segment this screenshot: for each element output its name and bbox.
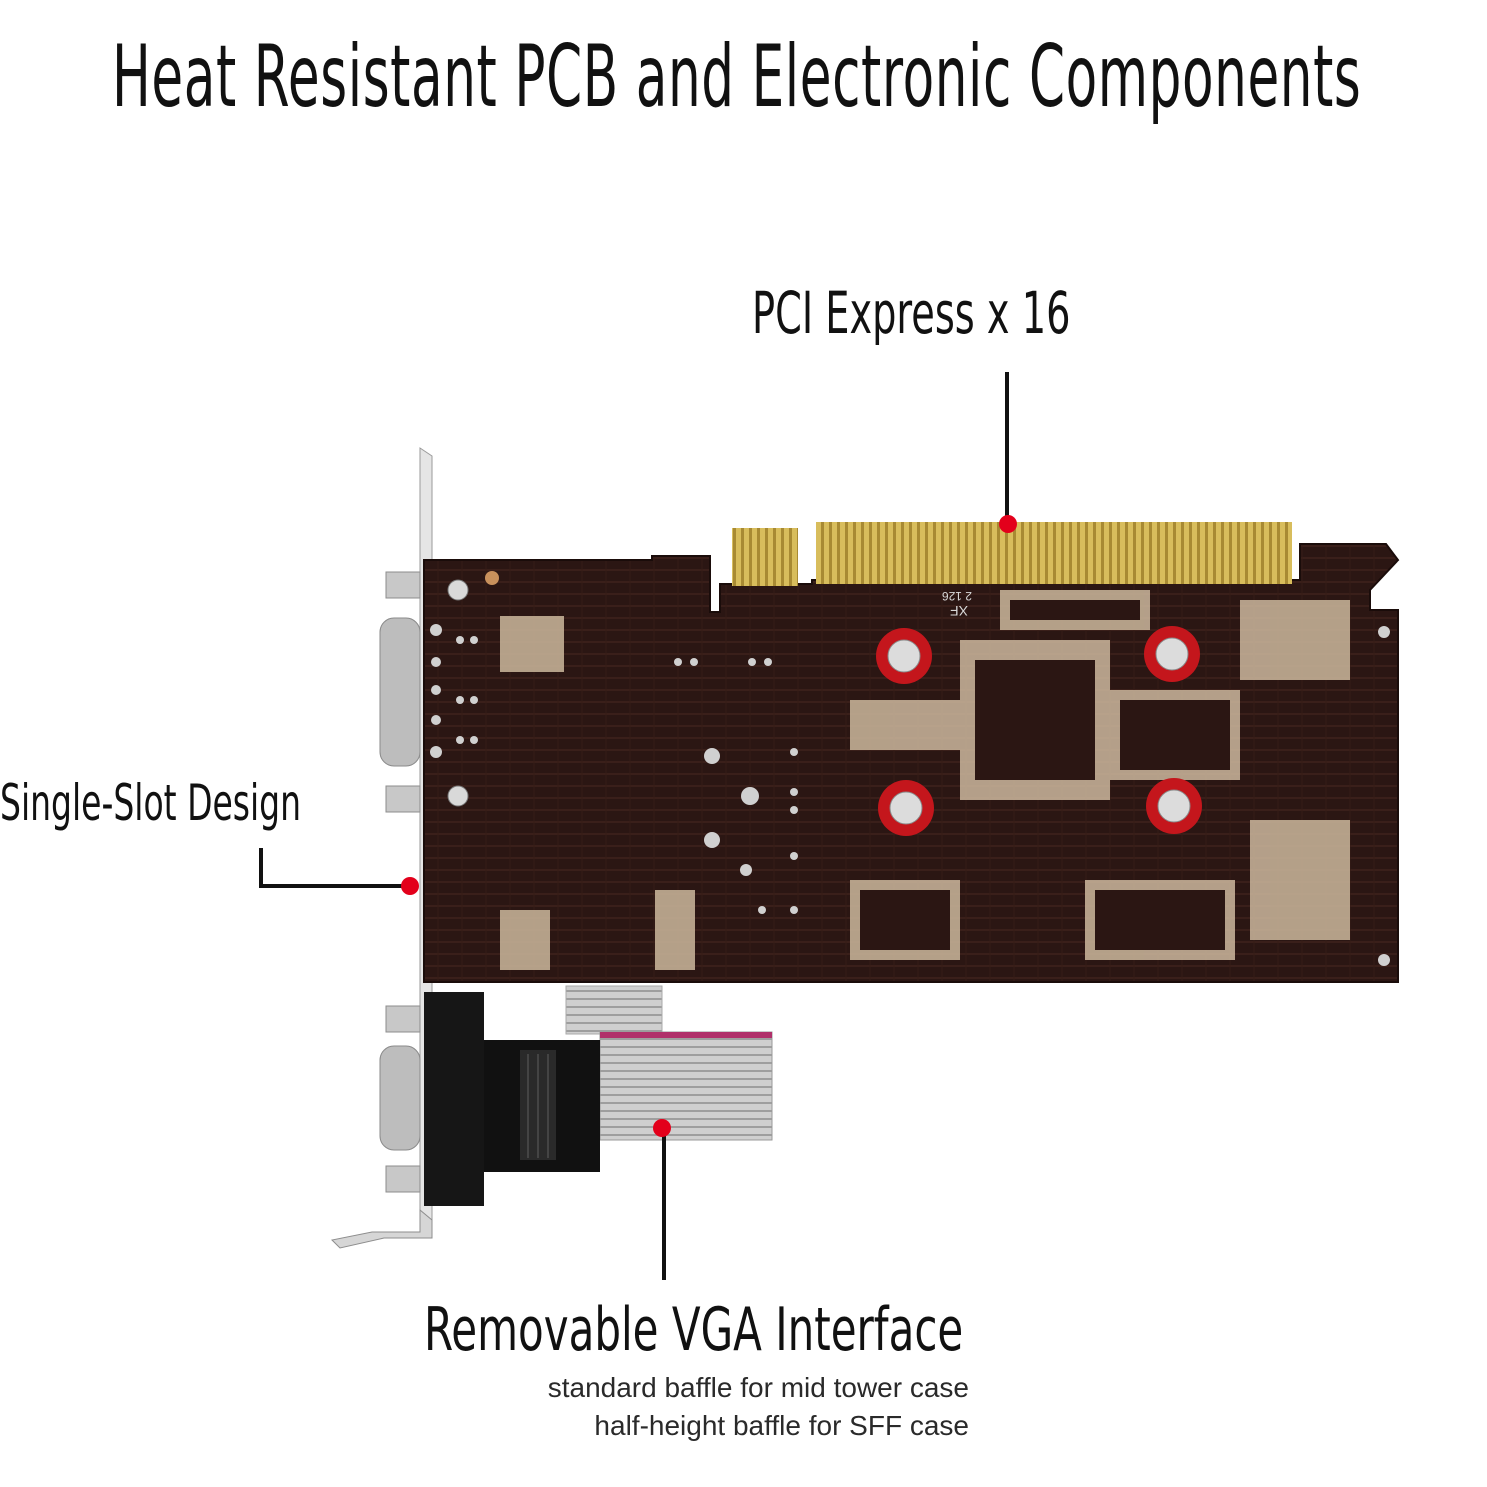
callout-vga-leader xyxy=(653,1119,671,1280)
pcie-fingers-long xyxy=(816,522,1292,584)
pcb-board: XF 2 126 xyxy=(423,522,1400,983)
screw-washer-icon xyxy=(876,626,1202,836)
board-code: 2 126 xyxy=(942,589,972,603)
vga-subtext-sff: half-height baffle for SFF case xyxy=(594,1410,969,1441)
callout-pcie-leader xyxy=(999,372,1017,533)
metal-bracket xyxy=(330,447,433,1249)
pcie-fingers-short xyxy=(732,528,798,586)
callout-vga-label: Removable VGA Interface xyxy=(424,1295,964,1365)
board-mark: XF xyxy=(950,603,968,619)
page-title: Heat Resistant PCB and Electronic Compon… xyxy=(112,27,1362,127)
callout-pcie-label: PCI Express x 16 xyxy=(752,279,1071,347)
vga-subtext-mid-tower: standard baffle for mid tower case xyxy=(547,1372,969,1403)
vga-module xyxy=(424,985,773,1206)
callout-slot-label: Single-Slot Design xyxy=(0,774,302,832)
callout-slot-leader xyxy=(259,848,419,895)
